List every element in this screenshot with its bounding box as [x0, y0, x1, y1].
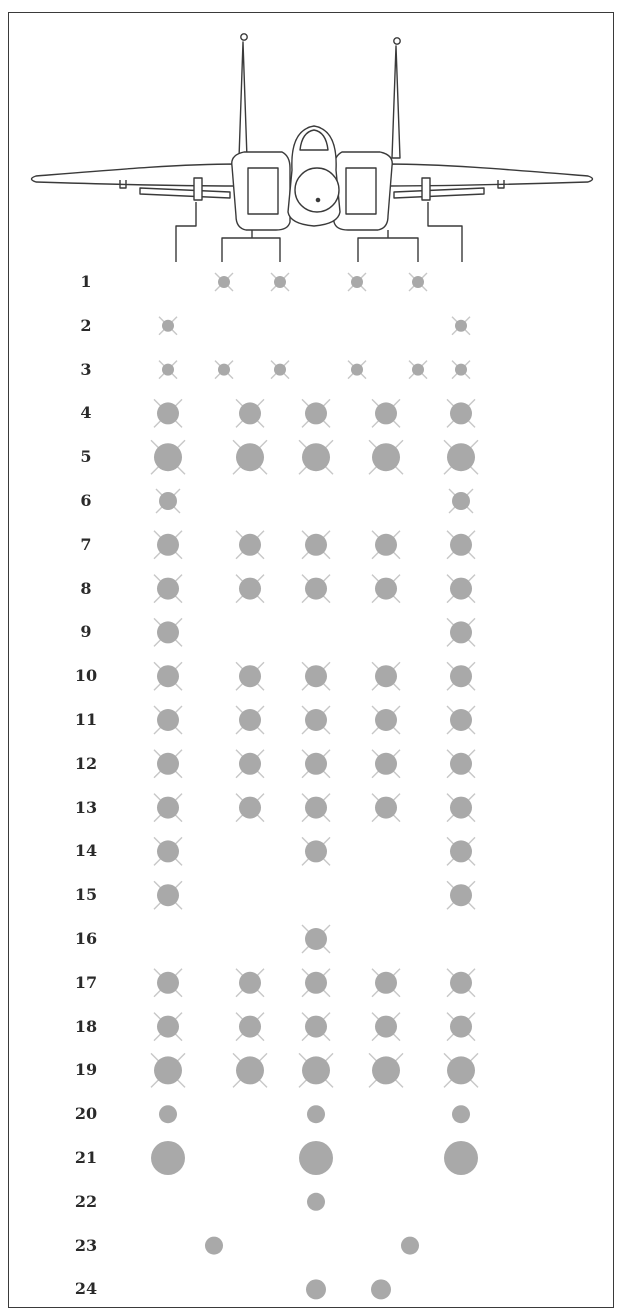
- store-mark-row-14-3: [447, 837, 475, 865]
- store-mark-row-7-3: [302, 531, 330, 559]
- store-mark-row-19-3: [299, 1053, 333, 1087]
- store-mark-row-20-1: [159, 1105, 177, 1123]
- store-mark-row-8-5: [447, 575, 475, 603]
- store-mark-row-1-1: [215, 273, 233, 291]
- store-mark-row-7-5: [447, 531, 475, 559]
- store-mark-row-12-3: [302, 750, 330, 778]
- store-mark-row-23-2: [401, 1237, 419, 1255]
- store-mark-row-3-2: [215, 361, 233, 379]
- store-mark-row-23-1: [205, 1237, 223, 1255]
- store-mark-row-19-4: [369, 1053, 403, 1087]
- store-mark-row-12-4: [372, 750, 400, 778]
- store-mark-row-18-1: [154, 1013, 182, 1041]
- store-mark-row-2-2: [452, 317, 470, 335]
- store-mark-row-1-2: [271, 273, 289, 291]
- store-mark-row-7-2: [236, 531, 264, 559]
- store-mark-row-10-4: [372, 662, 400, 690]
- store-mark-row-17-5: [447, 969, 475, 997]
- store-mark-row-10-3: [302, 662, 330, 690]
- store-mark-row-5-3: [299, 440, 333, 474]
- store-mark-row-13-2: [236, 794, 264, 822]
- store-mark-row-24-2: [371, 1279, 391, 1299]
- store-mark-row-9-1: [154, 618, 182, 646]
- store-mark-row-11-5: [447, 706, 475, 734]
- store-mark-row-10-1: [154, 662, 182, 690]
- store-mark-row-13-5: [447, 794, 475, 822]
- store-mark-row-10-2: [236, 662, 264, 690]
- store-mark-row-18-3: [302, 1013, 330, 1041]
- store-mark-row-4-5: [447, 399, 475, 427]
- store-mark-row-5-2: [233, 440, 267, 474]
- store-mark-row-13-4: [372, 794, 400, 822]
- store-mark-row-11-1: [154, 706, 182, 734]
- store-mark-row-11-2: [236, 706, 264, 734]
- store-mark-row-13-1: [154, 794, 182, 822]
- store-mark-row-20-3: [452, 1105, 470, 1123]
- store-mark-row-17-1: [154, 969, 182, 997]
- store-mark-row-19-1: [151, 1053, 185, 1087]
- store-mark-row-4-1: [154, 399, 182, 427]
- store-mark-row-5-4: [369, 440, 403, 474]
- store-mark-row-6-2: [449, 489, 473, 513]
- store-mark-row-8-2: [236, 575, 264, 603]
- store-mark-row-18-4: [372, 1013, 400, 1041]
- store-mark-row-3-6: [452, 361, 470, 379]
- store-mark-row-8-3: [302, 575, 330, 603]
- store-mark-row-17-2: [236, 969, 264, 997]
- store-mark-row-21-2: [299, 1141, 333, 1175]
- store-mark-row-1-4: [409, 273, 427, 291]
- store-mark-row-15-2: [447, 881, 475, 909]
- store-mark-row-17-4: [372, 969, 400, 997]
- store-mark-row-18-5: [447, 1013, 475, 1041]
- store-mark-row-14-1: [154, 837, 182, 865]
- store-mark-row-2-1: [159, 317, 177, 335]
- store-mark-row-24-1: [306, 1279, 326, 1299]
- store-mark-row-3-1: [159, 361, 177, 379]
- store-mark-row-12-2: [236, 750, 264, 778]
- store-mark-row-11-3: [302, 706, 330, 734]
- store-mark-row-9-2: [447, 618, 475, 646]
- store-mark-row-7-4: [372, 531, 400, 559]
- store-mark-row-12-5: [447, 750, 475, 778]
- store-mark-row-5-1: [151, 440, 185, 474]
- store-mark-row-16-1: [302, 925, 330, 953]
- store-mark-row-17-3: [302, 969, 330, 997]
- store-mark-row-12-1: [154, 750, 182, 778]
- store-mark-row-11-4: [372, 706, 400, 734]
- store-mark-row-3-5: [409, 361, 427, 379]
- store-mark-row-5-5: [444, 440, 478, 474]
- store-mark-row-13-3: [302, 794, 330, 822]
- store-mark-row-4-4: [372, 399, 400, 427]
- store-mark-row-4-3: [302, 399, 330, 427]
- store-mark-row-3-4: [348, 361, 366, 379]
- store-mark-row-19-5: [444, 1053, 478, 1087]
- store-mark-row-19-2: [233, 1053, 267, 1087]
- store-mark-row-7-1: [154, 531, 182, 559]
- store-mark-row-8-1: [154, 575, 182, 603]
- store-mark-row-15-1: [154, 881, 182, 909]
- store-mark-row-14-2: [302, 837, 330, 865]
- store-mark-row-20-2: [307, 1105, 325, 1123]
- store-mark-row-3-3: [271, 361, 289, 379]
- store-mark-row-22-1: [307, 1193, 325, 1211]
- store-mark-row-21-3: [444, 1141, 478, 1175]
- store-mark-row-4-2: [236, 399, 264, 427]
- store-mark-row-21-1: [151, 1141, 185, 1175]
- store-mark-row-1-3: [348, 273, 366, 291]
- store-mark-row-18-2: [236, 1013, 264, 1041]
- store-mark-row-6-1: [156, 489, 180, 513]
- store-mark-row-10-5: [447, 662, 475, 690]
- store-mark-row-8-4: [372, 575, 400, 603]
